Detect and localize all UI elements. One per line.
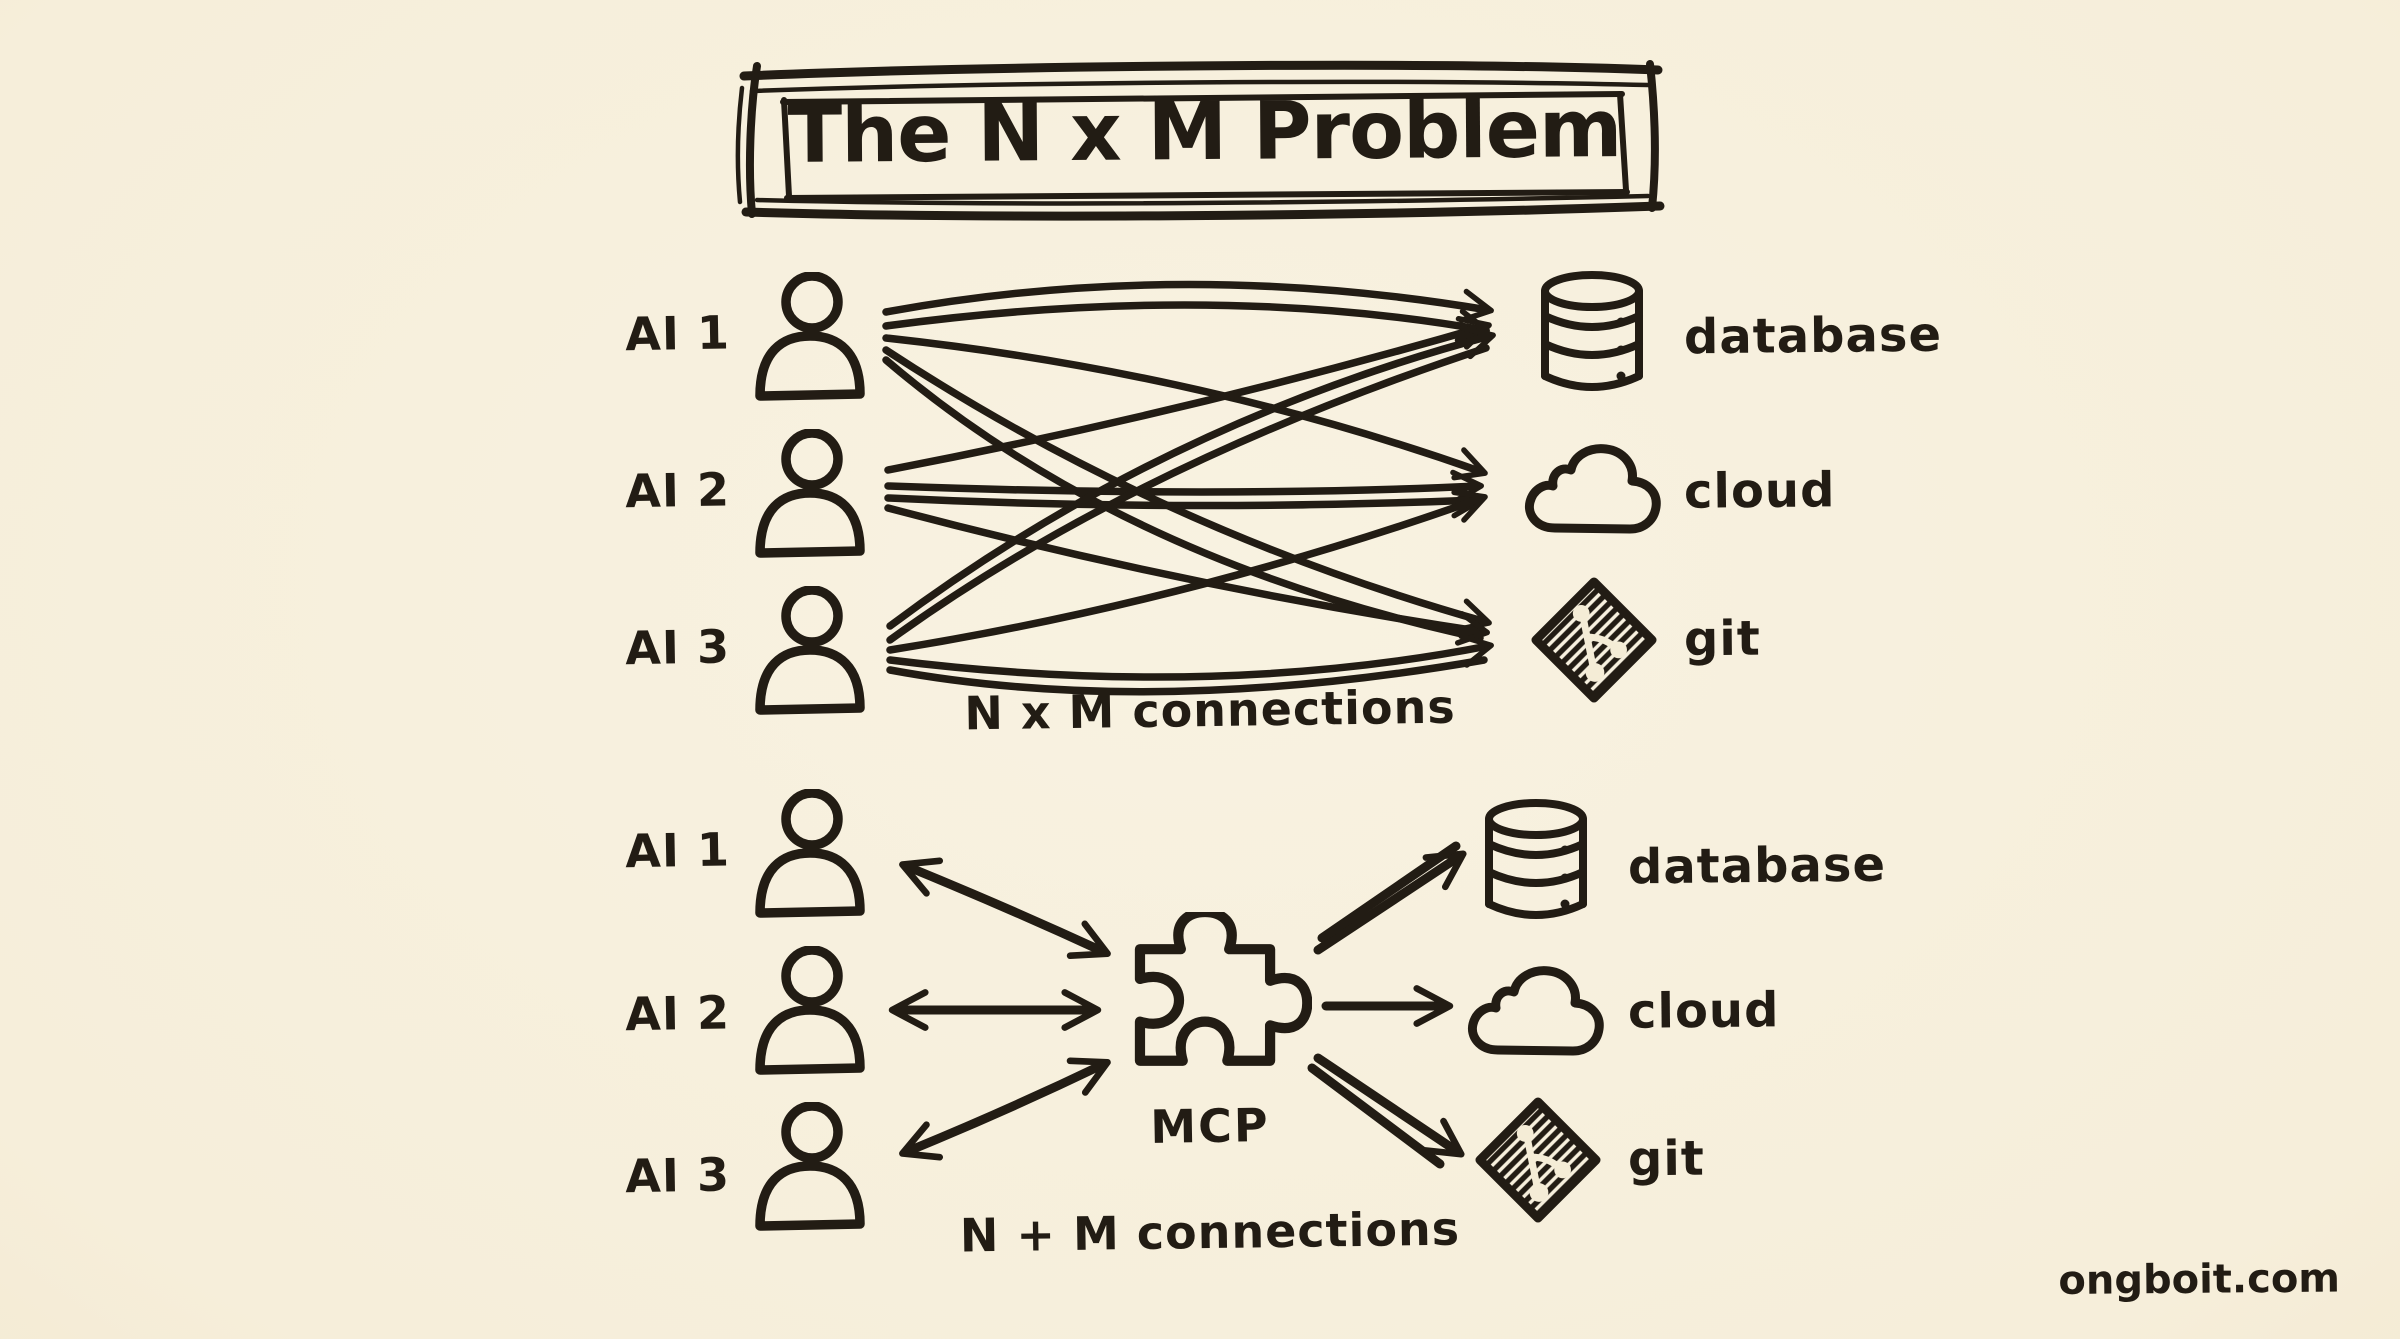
person-icon: [755, 789, 865, 918]
top-client-label-1: AI 1: [624, 305, 731, 362]
bottom-client-label-2: AI 2: [624, 985, 731, 1042]
page-title: The N x M Problem: [787, 82, 1622, 181]
top-client-label-3: AI 3: [624, 619, 731, 676]
top-service-label-database: database: [1683, 306, 1943, 366]
bottom-client-label-3: AI 3: [624, 1147, 731, 1204]
hub-service-arrows: [1307, 841, 1467, 1169]
person-icon: [755, 1102, 865, 1231]
git-icon: [1531, 577, 1657, 703]
bottom-service-label-database: database: [1627, 836, 1887, 896]
bottom-service-label-git: git: [1627, 1130, 1706, 1188]
database-icon: [1541, 271, 1643, 391]
person-icon: [755, 586, 865, 715]
client-hub-arrows: [888, 857, 1111, 1161]
person-icon: [755, 272, 865, 401]
puzzle-piece-icon: [1134, 912, 1312, 1066]
top-service-label-cloud: cloud: [1683, 462, 1836, 520]
person-icon: [755, 946, 865, 1075]
cloud-icon: [1467, 966, 1604, 1056]
database-icon: [1485, 799, 1587, 919]
watermark: ongboit.com: [2058, 1255, 2341, 1304]
title-box-border: [735, 60, 1665, 221]
top-mesh-arrows: [882, 280, 1496, 696]
cloud-icon: [1524, 444, 1661, 534]
top-client-label-2: AI 2: [624, 462, 731, 519]
bottom-client-label-1: AI 1: [624, 822, 731, 879]
top-caption: N x M connections: [963, 679, 1457, 741]
top-service-label-git: git: [1683, 610, 1762, 668]
hub-label: MCP: [1149, 1097, 1271, 1155]
git-icon: [1475, 1097, 1601, 1223]
bottom-caption: N + M connections: [959, 1201, 1461, 1263]
person-icon: [755, 429, 865, 558]
bottom-service-label-cloud: cloud: [1627, 982, 1780, 1040]
